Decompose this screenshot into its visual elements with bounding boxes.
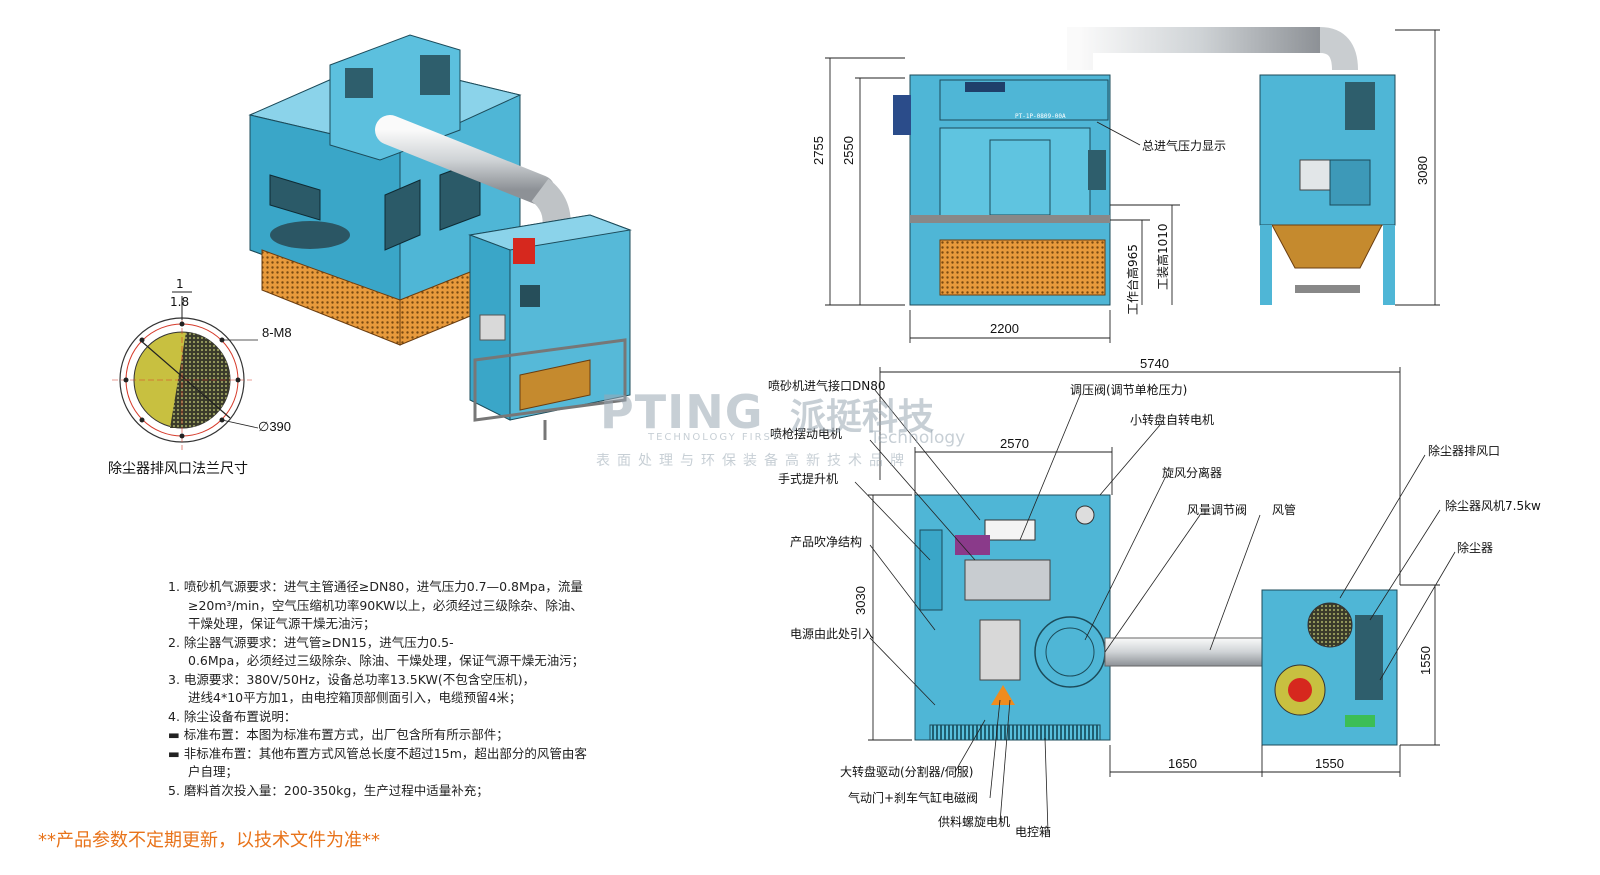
note-line: 3. 电源要求：380V/50Hz，设备总功率13.5KW(不包含空压机)， <box>168 671 536 687</box>
label-pneumatic-door-valve: 气动门+刹车气缸电磁阀 <box>848 790 978 805</box>
isometric-machine-view <box>248 34 632 440</box>
note-line: ≥20m³/min，空气压缩机功率90KW以上，必须经过三级除杂、除油、 <box>188 597 583 613</box>
flange-drawing <box>112 291 259 450</box>
note-line: 4. 除尘设备布置说明： <box>168 708 297 724</box>
note-line: 2. 除尘器气源要求：进气管≥DN15，进气压力0.5- <box>168 634 454 650</box>
note-line: 0.6Mpa，必须经过三级除杂、除油、干燥处理，保证气源干燥无油污； <box>188 653 585 668</box>
watermark-brand: PTING <box>600 385 764 439</box>
dim-2755: 2755 <box>811 136 826 165</box>
footer-disclaimer: **产品参数不定期更新，以技术文件为准** <box>38 830 380 851</box>
dim-5740: 5740 <box>1140 356 1169 371</box>
note-line: 进线4*10平方加1，由电控箱顶部侧面引入，电缆预留4米； <box>188 690 522 705</box>
bullet-icon: ▬ <box>168 745 184 761</box>
top-plan-view <box>914 494 1398 746</box>
watermark-tagline: TECHNOLOGY FIRST <box>648 432 781 443</box>
dim-2570: 2570 <box>1000 436 1029 451</box>
label-dust-exhaust: 除尘器排风口 <box>1428 443 1500 458</box>
note-line: 5. 磨料首次投入量：200-350kg，生产过程中适量补充； <box>168 782 489 798</box>
flange-slope-top: 1 <box>176 277 184 291</box>
top-dimension-lines <box>868 367 1440 777</box>
pressure-display-label: 总进气压力显示 <box>1142 138 1226 153</box>
label-small-turntable-motor: 小转盘自转电机 <box>1130 412 1214 427</box>
watermark-slogan: 表面处理与环保装备高新技术品牌 <box>596 453 911 469</box>
label-screw-feeder-motor: 供料螺旋电机 <box>938 815 1010 829</box>
leader-lines <box>854 389 1456 833</box>
note-line: 干燥处理，保证气源干燥无油污； <box>188 616 376 631</box>
front-dimension-lines <box>825 29 1440 343</box>
flange-bolts-label: 8-M8 <box>262 325 292 340</box>
dim-1650: 1650 <box>1168 756 1197 771</box>
watermark-brand-cn: 派挺科技 <box>790 397 935 438</box>
dim-1550-horizontal: 1550 <box>1315 756 1344 771</box>
label-power-entry: 电源由此处引入 <box>790 627 874 641</box>
label-sandblast-inlet: 喷砂机进气接口DN80 <box>768 378 886 393</box>
flange-diameter-label: ∅390 <box>258 419 291 434</box>
label-air-damper: 风量调节阀 <box>1187 503 1247 517</box>
dim-2550: 2550 <box>841 136 856 165</box>
note-line: ▬ 非标准布置：其他布置方式风管总长度不超过15m，超出部分的风管由客 <box>168 745 587 761</box>
watermark-tech: Technology <box>870 428 966 448</box>
label-gun-swing-motor: 喷枪摆动电机 <box>770 426 842 441</box>
flange-title: 除尘器排风口法兰尺寸 <box>108 461 248 477</box>
label-manual-lift: 手式提升机 <box>778 471 838 486</box>
dim-3080: 3080 <box>1415 156 1430 185</box>
label-dust-collector: 除尘器 <box>1457 540 1493 555</box>
label-product-blowoff: 产品吹净结构 <box>790 534 862 549</box>
flange-slope-bottom: 1.8 <box>170 295 189 309</box>
label-pressure-regulator: 调压阀(调节单枪压力) <box>1070 382 1187 397</box>
note-line: 1. 喷砂机气源要求：进气主管通径≥DN80，进气压力0.7—0.8Mpa，流量 <box>168 579 583 594</box>
label-air-duct: 风管 <box>1272 502 1296 517</box>
front-elevation-view <box>893 27 1396 306</box>
dim-2200: 2200 <box>990 321 1019 336</box>
label-cyclone-separator: 旋风分离器 <box>1162 465 1222 480</box>
bullet-icon: ▬ <box>168 727 184 742</box>
dim-3030: 3030 <box>853 586 868 615</box>
front-panel-text: PT-1P-0809-00A <box>1015 113 1066 120</box>
dim-1550-vertical: 1550 <box>1418 646 1433 675</box>
work-height-label: 工作台高965 <box>1125 244 1140 315</box>
note-line: 户自理； <box>188 764 239 779</box>
load-height-label: 工装高1010 <box>1155 223 1170 290</box>
note-line: ▬ 标准布置：本图为标准布置方式，出厂包含所有所示部件； <box>168 727 509 742</box>
label-control-box: 电控箱 <box>1015 824 1051 839</box>
label-dust-fan: 除尘器风机7.5kw <box>1445 498 1541 513</box>
requirements-notes: 1. 喷砂机气源要求：进气主管通径≥DN80，进气压力0.7—0.8Mpa，流量… <box>168 578 688 800</box>
label-turntable-drive: 大转盘驱动(分割器/伺服) <box>840 764 973 779</box>
